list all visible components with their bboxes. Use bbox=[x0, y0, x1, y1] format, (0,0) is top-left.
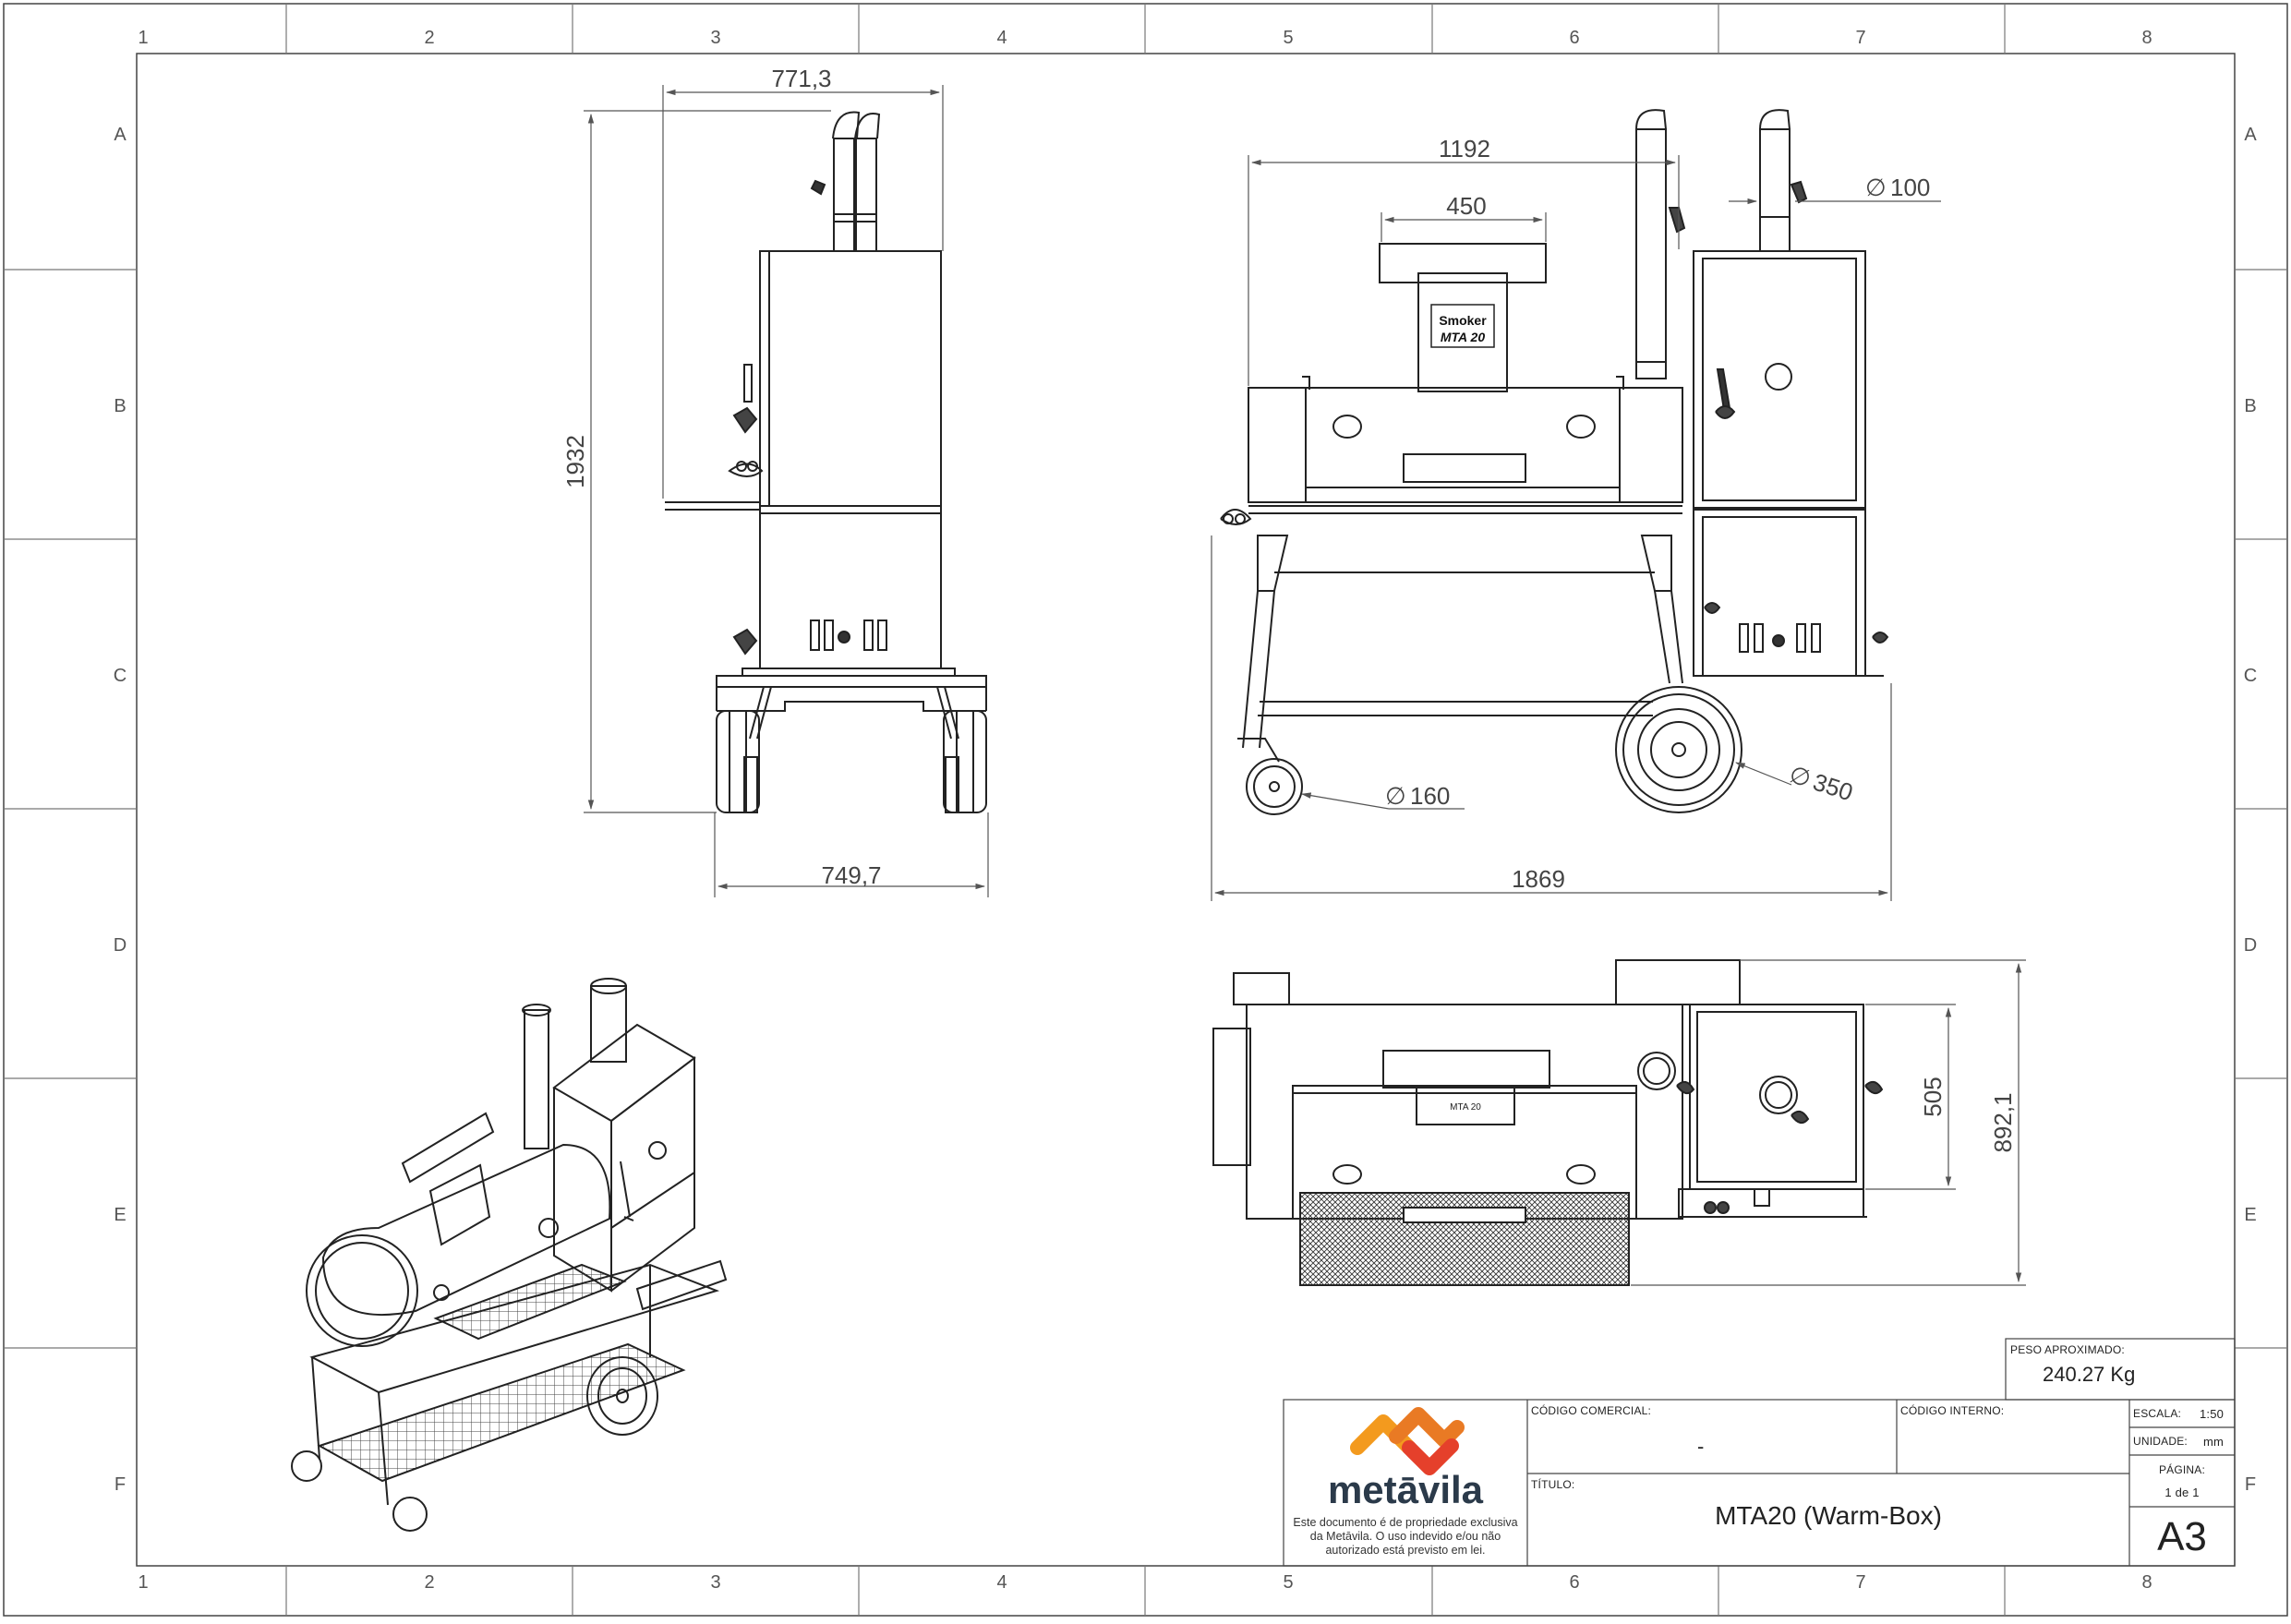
top-view: MTA 20 bbox=[1212, 959, 1884, 1286]
row-label: D bbox=[114, 935, 127, 956]
dim-side-base-width: 749,7 bbox=[821, 861, 881, 889]
front-dimensions bbox=[1211, 155, 1941, 901]
scale-label: ESCALA: bbox=[2133, 1407, 2182, 1420]
page-value: 1 de 1 bbox=[2164, 1486, 2200, 1499]
weight-label: PESO APROXIMADO: bbox=[2010, 1343, 2125, 1356]
commercial-code-label: CÓDIGO COMERCIAL: bbox=[1531, 1404, 1652, 1417]
column-labels-bottom: 1 2 3 4 5 6 7 8 bbox=[138, 1572, 2152, 1593]
col-label: 1 bbox=[138, 1572, 148, 1593]
scale-value: 1:50 bbox=[2200, 1407, 2225, 1421]
col-label: 8 bbox=[2141, 28, 2152, 48]
row-label: C bbox=[114, 666, 127, 686]
row-label: D bbox=[2244, 935, 2257, 956]
dim-front-overall-width: 1192 bbox=[1439, 135, 1490, 162]
col-label: 4 bbox=[996, 28, 1007, 48]
side-dimensions bbox=[584, 85, 989, 897]
weight-value: 240.27 Kg bbox=[2043, 1363, 2136, 1386]
isometric-view bbox=[291, 978, 728, 1532]
dim-large-wheel: 350 bbox=[1810, 768, 1857, 807]
row-label: C bbox=[2244, 666, 2257, 686]
dim-top-box-depth: 505 bbox=[1919, 1077, 1947, 1116]
title-label: TÍTULO: bbox=[1531, 1478, 1575, 1491]
col-label: 6 bbox=[1569, 28, 1579, 48]
internal-code-label: CÓDIGO INTERNO: bbox=[1900, 1404, 2005, 1417]
commercial-code-value: - bbox=[1697, 1435, 1705, 1458]
col-label: 2 bbox=[424, 1572, 434, 1593]
dim-small-wheel: 160 bbox=[1410, 782, 1450, 810]
row-label: B bbox=[2244, 396, 2256, 416]
col-label: 6 bbox=[1569, 1572, 1579, 1593]
top-dimensions bbox=[1631, 959, 2026, 1286]
badge-line-1: Smoker bbox=[1439, 313, 1487, 328]
dim-top-overall-depth: 892,1 bbox=[1989, 1092, 2017, 1152]
unit-label: UNIDADE: bbox=[2133, 1435, 2188, 1448]
row-labels-right: A B C D E F bbox=[2244, 125, 2258, 1495]
diameter-symbol: ∅ bbox=[1385, 782, 1406, 810]
dim-front-sign-width: 450 bbox=[1446, 192, 1486, 220]
col-label: 2 bbox=[424, 28, 434, 48]
col-label: 3 bbox=[710, 1572, 720, 1593]
col-label: 7 bbox=[1855, 28, 1865, 48]
metavila-logo bbox=[1350, 1407, 1465, 1475]
col-label: 4 bbox=[996, 1572, 1007, 1593]
disclaimer-text: Este documento é de propriedade exclusiv… bbox=[1293, 1516, 1518, 1557]
dim-front-total-length: 1869 bbox=[1512, 865, 1565, 893]
dim-large-wheel-group: ∅ 350 bbox=[1786, 760, 1856, 806]
col-label: 5 bbox=[1283, 28, 1293, 48]
zone-grid-ticks bbox=[4, 4, 2287, 1616]
diameter-symbol: ∅ bbox=[1786, 760, 1815, 793]
row-label: E bbox=[2244, 1205, 2256, 1225]
col-label: 3 bbox=[710, 28, 720, 48]
row-label: F bbox=[2245, 1474, 2256, 1495]
column-labels-top: 1 2 3 4 5 6 7 8 bbox=[138, 28, 2152, 48]
title-block-lines bbox=[1283, 1338, 2236, 1567]
badge-top-view: MTA 20 bbox=[1450, 1102, 1481, 1113]
row-label: B bbox=[114, 396, 126, 416]
dim-side-height: 1932 bbox=[561, 435, 589, 488]
company-name: metāvila bbox=[1327, 1468, 1484, 1511]
sheet-size: A3 bbox=[2157, 1514, 2207, 1559]
diameter-symbol: ∅ bbox=[1865, 174, 1887, 201]
row-label: A bbox=[2244, 125, 2257, 145]
row-labels-left: A B C D E F bbox=[114, 125, 127, 1495]
badge-line-2: MTA 20 bbox=[1441, 330, 1485, 344]
col-label: 7 bbox=[1855, 1572, 1865, 1593]
row-label: F bbox=[115, 1474, 126, 1495]
dim-chimney-diameter: 100 bbox=[1890, 174, 1930, 201]
dim-side-top-width: 771,3 bbox=[771, 65, 831, 92]
row-label: A bbox=[114, 125, 127, 145]
col-label: 5 bbox=[1283, 1572, 1293, 1593]
unit-value: mm bbox=[2203, 1435, 2225, 1449]
col-label: 1 bbox=[138, 28, 148, 48]
side-view bbox=[665, 111, 987, 813]
row-label: E bbox=[114, 1205, 126, 1225]
smoker-badge: Smoker MTA 20 bbox=[1439, 313, 1487, 344]
sheet-border bbox=[3, 3, 2288, 1617]
drawing-title: MTA20 (Warm-Box) bbox=[1715, 1501, 1942, 1530]
col-label: 8 bbox=[2141, 1572, 2152, 1593]
page-label: PÁGINA: bbox=[2158, 1463, 2206, 1476]
front-view bbox=[1220, 109, 1889, 815]
